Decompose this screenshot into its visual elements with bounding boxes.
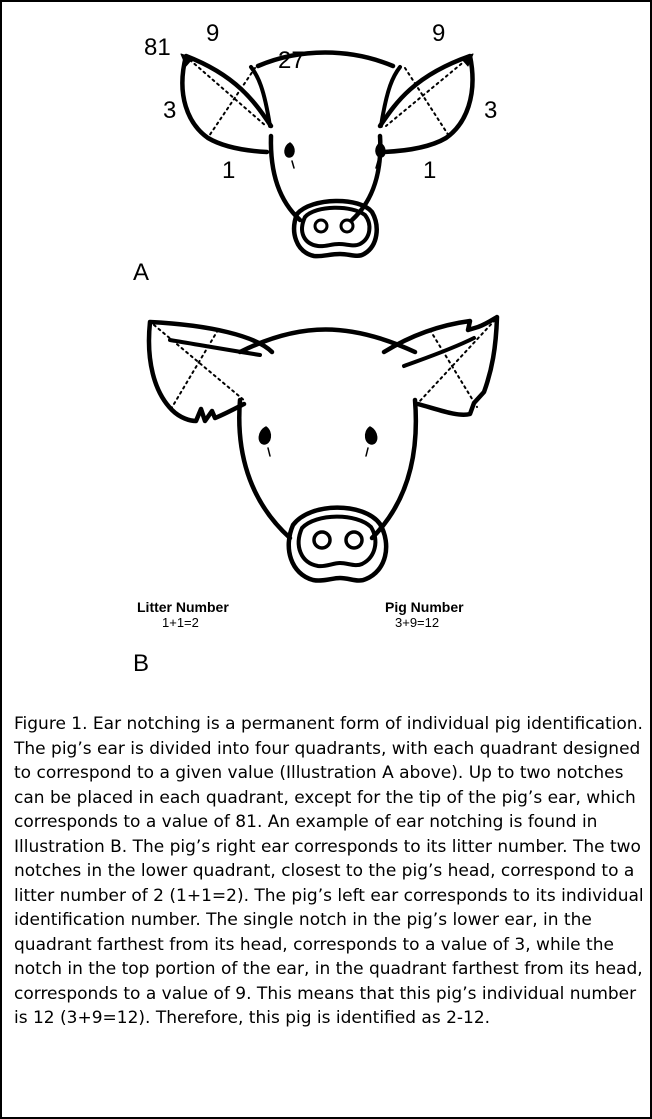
label-a-right-lower-1: 1 (222, 157, 235, 184)
figure-caption: Figure 1. Ear notching is a permanent fo… (14, 712, 644, 1031)
pig-head-b (149, 317, 497, 581)
pig-b-left-ear (384, 317, 497, 415)
pig-a-left-ear (380, 56, 473, 152)
illustration-letter-a: A (133, 259, 149, 286)
pig-a-right-eye (285, 143, 294, 168)
label-a-left-outer-3: 3 (484, 97, 497, 124)
pig-b-snout-inner (299, 517, 376, 567)
pig-a-right-ear-quadrant-line (209, 68, 255, 136)
label-a-left-lower-1: 1 (423, 157, 436, 184)
illustration-letter-b: B (133, 650, 149, 677)
label-a-right-top-9: 9 (206, 20, 219, 47)
pig-b-head-outline (372, 400, 416, 538)
label-a-right-outer-3: 3 (163, 97, 176, 124)
pig-a-snout-inner (302, 208, 369, 246)
pig-b-nostril (314, 532, 330, 548)
pig-a-right-ear (182, 56, 271, 152)
pig-a-right-ear-crease (251, 67, 270, 126)
pig-b-head-outline (239, 400, 290, 538)
label-a-right-tip-81: 81 (144, 34, 171, 61)
pig-a-nostril (315, 220, 327, 232)
label-a-right-upper-27: 27 (278, 47, 305, 74)
litter-number-equation: 1+1=2 (162, 615, 199, 630)
pig-b-nostril (346, 532, 362, 548)
pig-b-left-eye (366, 427, 377, 456)
label-a-left-top-9: 9 (432, 20, 445, 47)
pig-number-equation: 3+9=12 (395, 615, 439, 630)
ear-notching-diagram: 81 9 27 3 1 9 3 1 A Litter Number 1+1=2 … (0, 0, 652, 700)
pig-b-right-eye (259, 427, 270, 456)
litter-number-title: Litter Number (137, 599, 229, 615)
pig-number-title: Pig Number (385, 599, 464, 615)
pig-head-a (181, 53, 473, 257)
pig-a-nostril (341, 220, 353, 232)
